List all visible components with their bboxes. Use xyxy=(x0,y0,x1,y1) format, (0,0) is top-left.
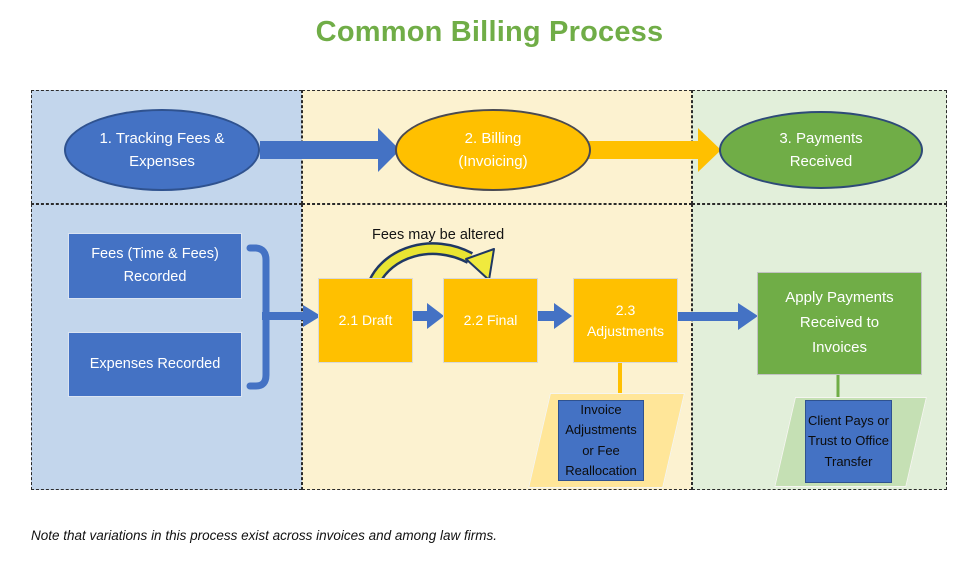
fees-recorded-label: Fees (Time & Fees) Recorded xyxy=(91,245,219,285)
adjustments-box: 2.3 Adjustments xyxy=(573,278,678,363)
draft-box: 2.1 Draft xyxy=(318,278,413,363)
stage-billing-ellipse: 2. Billing (Invoicing) xyxy=(395,109,591,191)
adjustments-label: 2.3 Adjustments xyxy=(586,301,665,339)
stage-payments-label: 3. Payments Received xyxy=(779,129,863,170)
stage-payments-ellipse: 3. Payments Received xyxy=(719,111,923,189)
diagram-title: Common Billing Process xyxy=(315,16,664,48)
fees-recorded-box: Fees (Time & Fees) Recorded xyxy=(68,233,242,299)
draft-label: 2.1 Draft xyxy=(338,312,393,328)
invoice-adjustments-text: Invoice Adjustments or Fee Reallocation xyxy=(565,402,637,478)
apply-payments-box: Apply Payments Received to Invoices xyxy=(757,272,922,375)
stage-billing-label: 2. Billing (Invoicing) xyxy=(458,129,528,170)
stage-tracking-ellipse: 1. Tracking Fees & Expenses xyxy=(64,109,260,191)
final-box: 2.2 Final xyxy=(443,278,538,363)
apply-payments-label: Apply Payments Received to Invoices xyxy=(785,289,894,356)
expenses-recorded-label: Expenses Recorded xyxy=(89,355,221,372)
client-pays-note: Client Pays or Trust to Office Transfer xyxy=(805,400,892,483)
expenses-recorded-box: Expenses Recorded xyxy=(68,332,242,397)
client-pays-text: Client Pays or Trust to Office Transfer xyxy=(808,413,889,469)
invoice-adjustments-note: Invoice Adjustments or Fee Reallocation xyxy=(558,400,644,481)
final-label: 2.2 Final xyxy=(463,312,518,328)
fees-altered-annotation: Fees may be altered xyxy=(372,227,505,243)
stage-tracking-label: 1. Tracking Fees & Expenses xyxy=(99,129,225,170)
footnote: Note that variations in this process exi… xyxy=(31,528,497,543)
